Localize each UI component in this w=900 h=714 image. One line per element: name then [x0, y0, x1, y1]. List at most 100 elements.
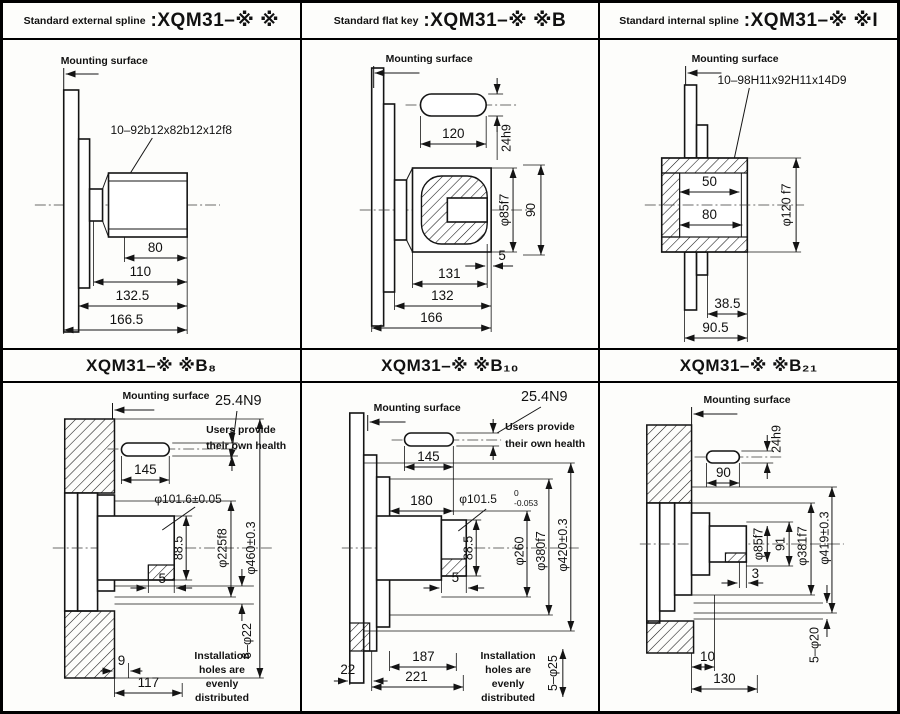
panel5-dim-420: φ420±0.3	[556, 518, 570, 571]
panel1-spline-spec: 10–92b12x82b12x12f8	[111, 123, 233, 137]
panel4-dim-225f8: φ225f8	[215, 528, 229, 567]
panel5-install-note-2: holes are	[485, 665, 531, 676]
panel3-dimensions: 50 80 φ120 f7 38.5 90.5	[679, 157, 802, 342]
panel4-fit-dia: φ101.6±0.05	[154, 492, 222, 506]
panel1-annotations: Mounting surface 10–92b12x82b12x12f8	[61, 56, 233, 174]
panel2-mounting-label: Mounting surface	[385, 54, 472, 65]
panel6-mounting-label: Mounting surface	[704, 395, 791, 406]
panel2-header: Standard flat key :XQM31–※ ※B	[300, 2, 600, 39]
panel6-drawing: Mounting surface 24h9 90 3 φ85f7 91	[599, 382, 898, 712]
panel5-fit-dia: φ101.5	[459, 492, 497, 506]
panel4-title-code: XQM31–※ ※B₈	[86, 355, 217, 375]
panel4-dim-117: 117	[138, 675, 159, 690]
panel6-header: XQM31–※ ※B₂₁	[599, 349, 898, 382]
panel2-drawing: Mounting surface 120 24h9 φ85f7 90	[300, 39, 600, 349]
panel2-dim-132: 132	[431, 288, 453, 303]
external-spline-drawing: Mounting surface 10–92b12x82b12x12f8 80 …	[34, 56, 233, 334]
panel5-dim-22: 22	[340, 662, 355, 677]
panel1-dim-132_5: 132.5	[116, 288, 150, 303]
panel3-drawing: Mounting surface 10–98H11x92H11x14D9 50 …	[599, 39, 898, 349]
panel6-dimensions: 24h9 90 3 φ85f7 91 φ381f7 φ419±0.3	[691, 425, 838, 693]
panel2-annotations: Mounting surface	[372, 54, 473, 88]
panel5-keyspec-25_4N9: 25.4N9	[521, 389, 568, 405]
panel2-title-prefix: Standard flat key	[333, 14, 419, 27]
panel5-dim-5: 5	[451, 570, 458, 585]
panel4-note-line1: Users provide	[206, 425, 276, 436]
panel3-spline-spec: 10–98H11x92H11x14D9	[718, 73, 847, 87]
panel3-title-code: :XQM31–※ ※I	[743, 10, 879, 31]
panel5-holes-5x25: 5–φ25	[546, 655, 560, 691]
panel5-install-note-4: distributed	[481, 693, 535, 704]
panel6-title-code: XQM31–※ ※B₂₁	[679, 355, 818, 375]
b21-flange-drawing: Mounting surface 24h9 90 3 φ85f7 91	[640, 395, 845, 693]
panel5-fit-tol-upper: 0	[514, 488, 519, 498]
panel4-install-note-4: distributed	[195, 693, 249, 704]
panel4-dim-88_5: 88.5	[172, 536, 186, 560]
panel5-part-geometry	[341, 412, 579, 684]
panel5-note-line2: their own health	[505, 439, 585, 450]
panel4-install-note-1: Installation	[194, 651, 249, 662]
flat-key-drawing: Mounting surface 120 24h9 φ85f7 90	[359, 54, 545, 332]
panel5-header: XQM31–※ ※B₁₀	[300, 349, 600, 382]
panel2-dim-85f7: φ85f7	[497, 194, 511, 226]
panel3-dim-80: 80	[702, 207, 717, 222]
panel5-install-note-1: Installation	[480, 651, 535, 662]
panel6-part-geometry	[640, 424, 845, 654]
panel4-mounting-label: Mounting surface	[122, 391, 209, 402]
panel1-dim-110: 110	[130, 264, 151, 279]
panel6-dim-91: 91	[774, 537, 788, 551]
panel1-dim-80: 80	[148, 240, 163, 255]
panel3-dim-90_5: 90.5	[703, 320, 729, 335]
panel6-dim-24h9: 24h9	[770, 425, 784, 453]
panel4-part-geometry	[52, 418, 272, 679]
panel5-dim-145: 145	[417, 449, 439, 464]
b10-flange-drawing: Mounting surface 25.4N9 Users provide th…	[333, 389, 585, 704]
panel3-mounting-label: Mounting surface	[692, 54, 779, 65]
panel5-dim-187: 187	[412, 649, 434, 664]
panel2-dim-5: 5	[498, 248, 505, 263]
panel6-dim-3: 3	[752, 566, 759, 581]
panel4-dim-5: 5	[159, 571, 166, 586]
panel4-drawing: Mounting surface 25.4N9 Users provide th…	[2, 382, 301, 712]
panel5-dim-380f7: φ380f7	[534, 531, 548, 570]
panel6-dim-381f7: φ381f7	[796, 526, 810, 565]
panel2-dim-131: 131	[438, 266, 460, 281]
panel6-dim-130: 130	[714, 671, 736, 686]
panel3-header: Standard internal spline :XQM31–※ ※I	[599, 2, 898, 39]
panel5-dim-88_5: 88.5	[461, 536, 475, 560]
panel3-title-prefix: Standard internal spline	[619, 14, 739, 27]
panel4-install-note-3: evenly	[206, 679, 239, 690]
panel5-note-line1: Users provide	[505, 422, 575, 433]
panel6-annotations: Mounting surface	[691, 395, 791, 425]
panel5-dimensions: 145 180 88.5 5 φ260 φ380f7 φ420	[333, 419, 575, 704]
panel4-keyspec-25_4N9: 25.4N9	[215, 393, 262, 409]
panel6-holes-5x20: 5–φ20	[808, 627, 822, 663]
panel6-dim-90: 90	[716, 465, 731, 480]
panel5-annotations: Mounting surface 25.4N9 Users provide th…	[366, 389, 585, 532]
panel1-mounting-label: Mounting surface	[61, 56, 148, 67]
panel5-title-code: XQM31–※ ※B₁₀	[381, 355, 519, 375]
panel3-part-geometry	[645, 84, 805, 311]
panel2-part-geometry	[359, 67, 533, 327]
panel1-dimensions: 80 110 132.5 166.5	[63, 221, 188, 334]
panel1-drawing: Mounting surface 10–92b12x82b12x12f8 80 …	[2, 39, 301, 349]
panel4-annotations: Mounting surface 25.4N9 Users provide th…	[112, 391, 286, 531]
panel5-drawing: Mounting surface 25.4N9 Users provide th…	[300, 382, 600, 712]
panel1-part-geometry	[34, 89, 221, 333]
panel5-install-note-3: evenly	[491, 679, 524, 690]
panel1-title-prefix: Standard external spline	[23, 14, 146, 27]
panel4-holes-6x22: 6–φ22	[240, 623, 254, 659]
panel4-install-note-2: holes are	[199, 665, 245, 676]
panel4-dim-9: 9	[118, 653, 125, 668]
panel4-header: XQM31–※ ※B₈	[2, 349, 301, 382]
panel2-title-code: :XQM31–※ ※B	[423, 10, 567, 31]
panel4-note-line2: their own health	[206, 441, 286, 452]
panel4-dimensions: 145 88.5 φ225f8 φ460±0.3 5	[100, 418, 264, 704]
panel2-dimensions: 120 24h9 φ85f7 90 5 131	[370, 78, 545, 332]
panel3-dim-38_5: 38.5	[715, 296, 741, 311]
b8-flange-drawing: Mounting surface 25.4N9 Users provide th…	[52, 391, 286, 704]
panel5-mounting-label: Mounting surface	[373, 403, 460, 414]
panel6-dim-419: φ419±0.3	[818, 511, 832, 564]
panel5-dim-260: φ260	[512, 536, 526, 565]
panel6-dim-85f7: φ85f7	[752, 528, 766, 560]
